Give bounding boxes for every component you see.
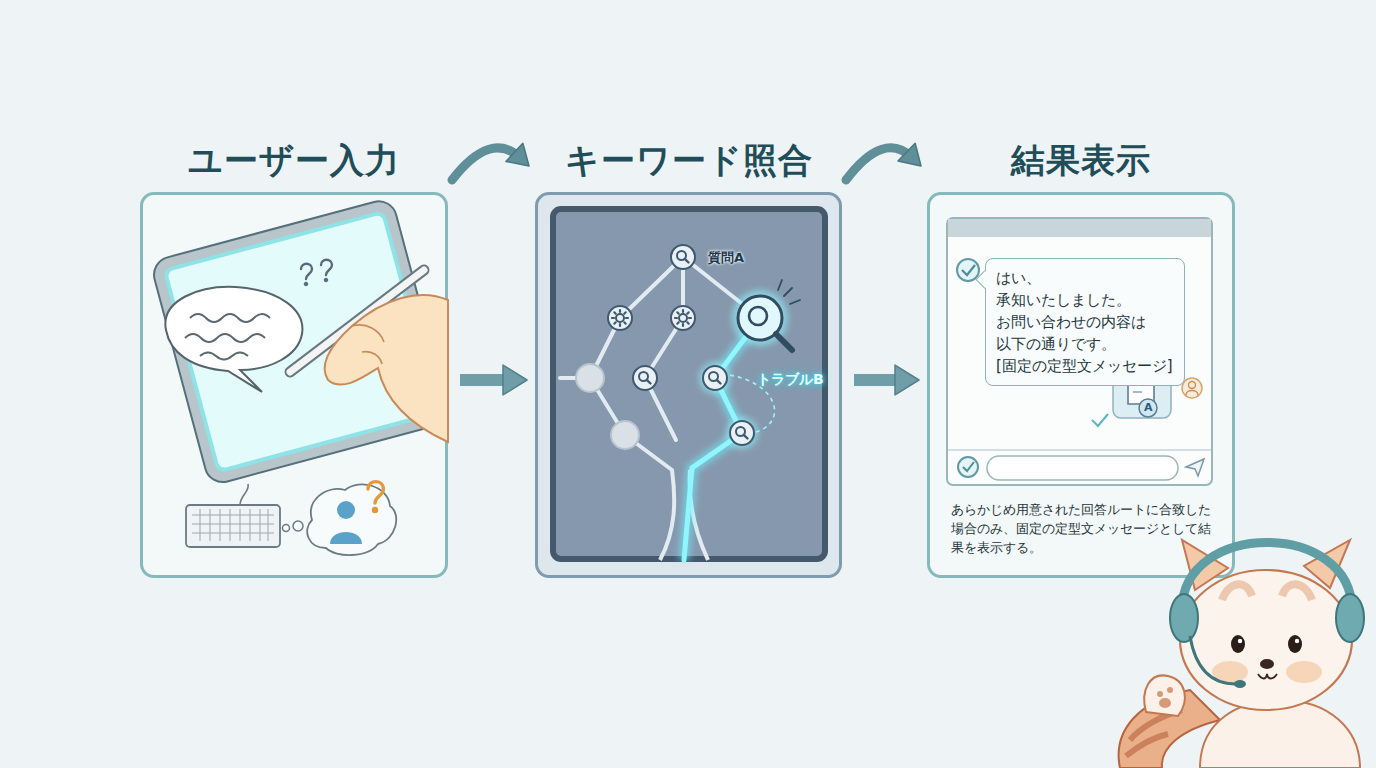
chat-bubble: はい、承知いたしました。 お問い合わせの内容は 以下の通りです。 [固定の定型文…	[985, 258, 1185, 386]
keyword-tree	[576, 364, 604, 392]
panel-title: 結果表示	[897, 138, 1265, 182]
red-panda-mascot	[1159, 698, 1171, 708]
message-text: はい、承知いたしました。 お問い合わせの内容は 以下の通りです。 [固定の定型文…	[996, 267, 1174, 377]
keyword-tree	[776, 334, 792, 350]
keyboard-sketch	[240, 484, 248, 505]
node-label: トラブルB	[757, 371, 824, 389]
chat-window	[1186, 391, 1198, 396]
chat-window	[948, 449, 1211, 451]
node-label: 質問A	[708, 249, 744, 267]
keyword-tree	[684, 318, 760, 560]
chat-window	[1133, 378, 1148, 392]
red-panda-mascot	[1231, 635, 1245, 653]
arrow-head	[506, 143, 529, 166]
chat-window	[947, 218, 1212, 485]
flow-arrow	[460, 365, 527, 395]
red-panda-mascot	[1258, 674, 1277, 679]
keyword-tree	[633, 366, 657, 390]
chat-window	[1189, 382, 1196, 389]
arrow-shaft	[854, 374, 900, 386]
chat-window	[963, 462, 974, 471]
arrow-shaft	[846, 148, 912, 180]
arrow-head	[898, 143, 921, 166]
thought-bubble	[330, 532, 362, 544]
tablet-sketch	[200, 353, 248, 360]
tablet-sketch	[165, 287, 302, 392]
red-panda-mascot	[1144, 675, 1185, 716]
red-panda-mascot	[1286, 661, 1322, 683]
keyword-tree	[611, 421, 639, 449]
keyword-tree	[749, 307, 767, 325]
keyword-tree	[553, 209, 825, 560]
chat-window	[1113, 356, 1171, 418]
chat-window	[1128, 366, 1154, 404]
curved-arrow	[846, 143, 921, 180]
keyword-tree	[553, 209, 825, 559]
red-panda-mascot	[1336, 594, 1364, 642]
tablet-sketch	[150, 197, 452, 486]
panel-caption: あらかじめ用意された回答ルートに合致した場合のみ、固定の定型文メッセージとして結…	[951, 500, 1223, 557]
tablet-sketch	[321, 260, 332, 282]
keyboard-sketch	[186, 505, 280, 547]
tablet-sketch	[150, 197, 452, 486]
thought-bubble	[283, 525, 290, 532]
red-panda-mascot	[1119, 540, 1364, 768]
icon-letter: A	[1144, 401, 1153, 414]
keyboard-sketch	[186, 484, 280, 547]
chat-window	[957, 259, 979, 281]
red-panda-mascot	[1182, 543, 1352, 611]
arrow-head	[503, 365, 527, 395]
keyword-tree	[778, 280, 800, 304]
panel-title: キーワード照合	[505, 138, 872, 182]
red-panda-mascot	[1222, 584, 1312, 600]
keyword-tree	[671, 306, 695, 330]
arrow-shaft	[452, 148, 520, 180]
thought-bubble	[283, 482, 397, 555]
thought-bubble	[337, 501, 355, 519]
red-panda-mascot	[1180, 570, 1352, 710]
thought-bubble	[368, 482, 383, 513]
red-panda-mascot	[1238, 639, 1242, 643]
tablet-sketch	[325, 295, 448, 442]
tablet-sketch	[185, 334, 265, 342]
red-panda-mascot	[1295, 639, 1299, 643]
keyword-tree	[684, 318, 760, 560]
panel-title: ユーザー入力	[110, 138, 478, 182]
chat-window	[1186, 459, 1204, 476]
keyboard-sketch	[192, 509, 274, 541]
red-panda-mascot	[1167, 687, 1173, 693]
arrow-shaft	[460, 374, 508, 386]
tablet-sketch	[301, 264, 312, 286]
thought-bubble	[307, 484, 396, 555]
red-panda-mascot	[1126, 710, 1182, 756]
tablet-sketch	[352, 325, 384, 364]
red-panda-mascot	[1260, 659, 1274, 669]
keyword-tree	[726, 417, 758, 449]
keyword-tree	[671, 245, 695, 269]
chat-window	[947, 218, 1212, 485]
red-panda-mascot	[1157, 691, 1163, 697]
chat-window	[987, 456, 1178, 480]
chat-window	[948, 219, 1211, 237]
red-panda-mascot	[1190, 636, 1236, 684]
keyword-tree	[730, 421, 754, 445]
thought-bubble	[293, 521, 303, 531]
keyword-tree	[699, 362, 731, 394]
chat-window	[1139, 399, 1157, 417]
chat-window	[962, 265, 975, 275]
chat-window	[1182, 378, 1202, 398]
red-panda-mascot	[1234, 680, 1246, 688]
tablet-sketch	[190, 314, 270, 322]
red-panda-mascot	[1170, 594, 1198, 642]
chat-window	[958, 457, 978, 477]
flow-arrow	[854, 365, 919, 395]
chat-window	[1092, 414, 1108, 426]
arrow-head	[895, 365, 919, 395]
red-panda-mascot	[1288, 635, 1302, 653]
keyword-tree	[608, 306, 632, 330]
tablet-sketch	[150, 197, 452, 486]
keyword-tree	[703, 366, 727, 390]
curved-arrow	[452, 143, 529, 180]
